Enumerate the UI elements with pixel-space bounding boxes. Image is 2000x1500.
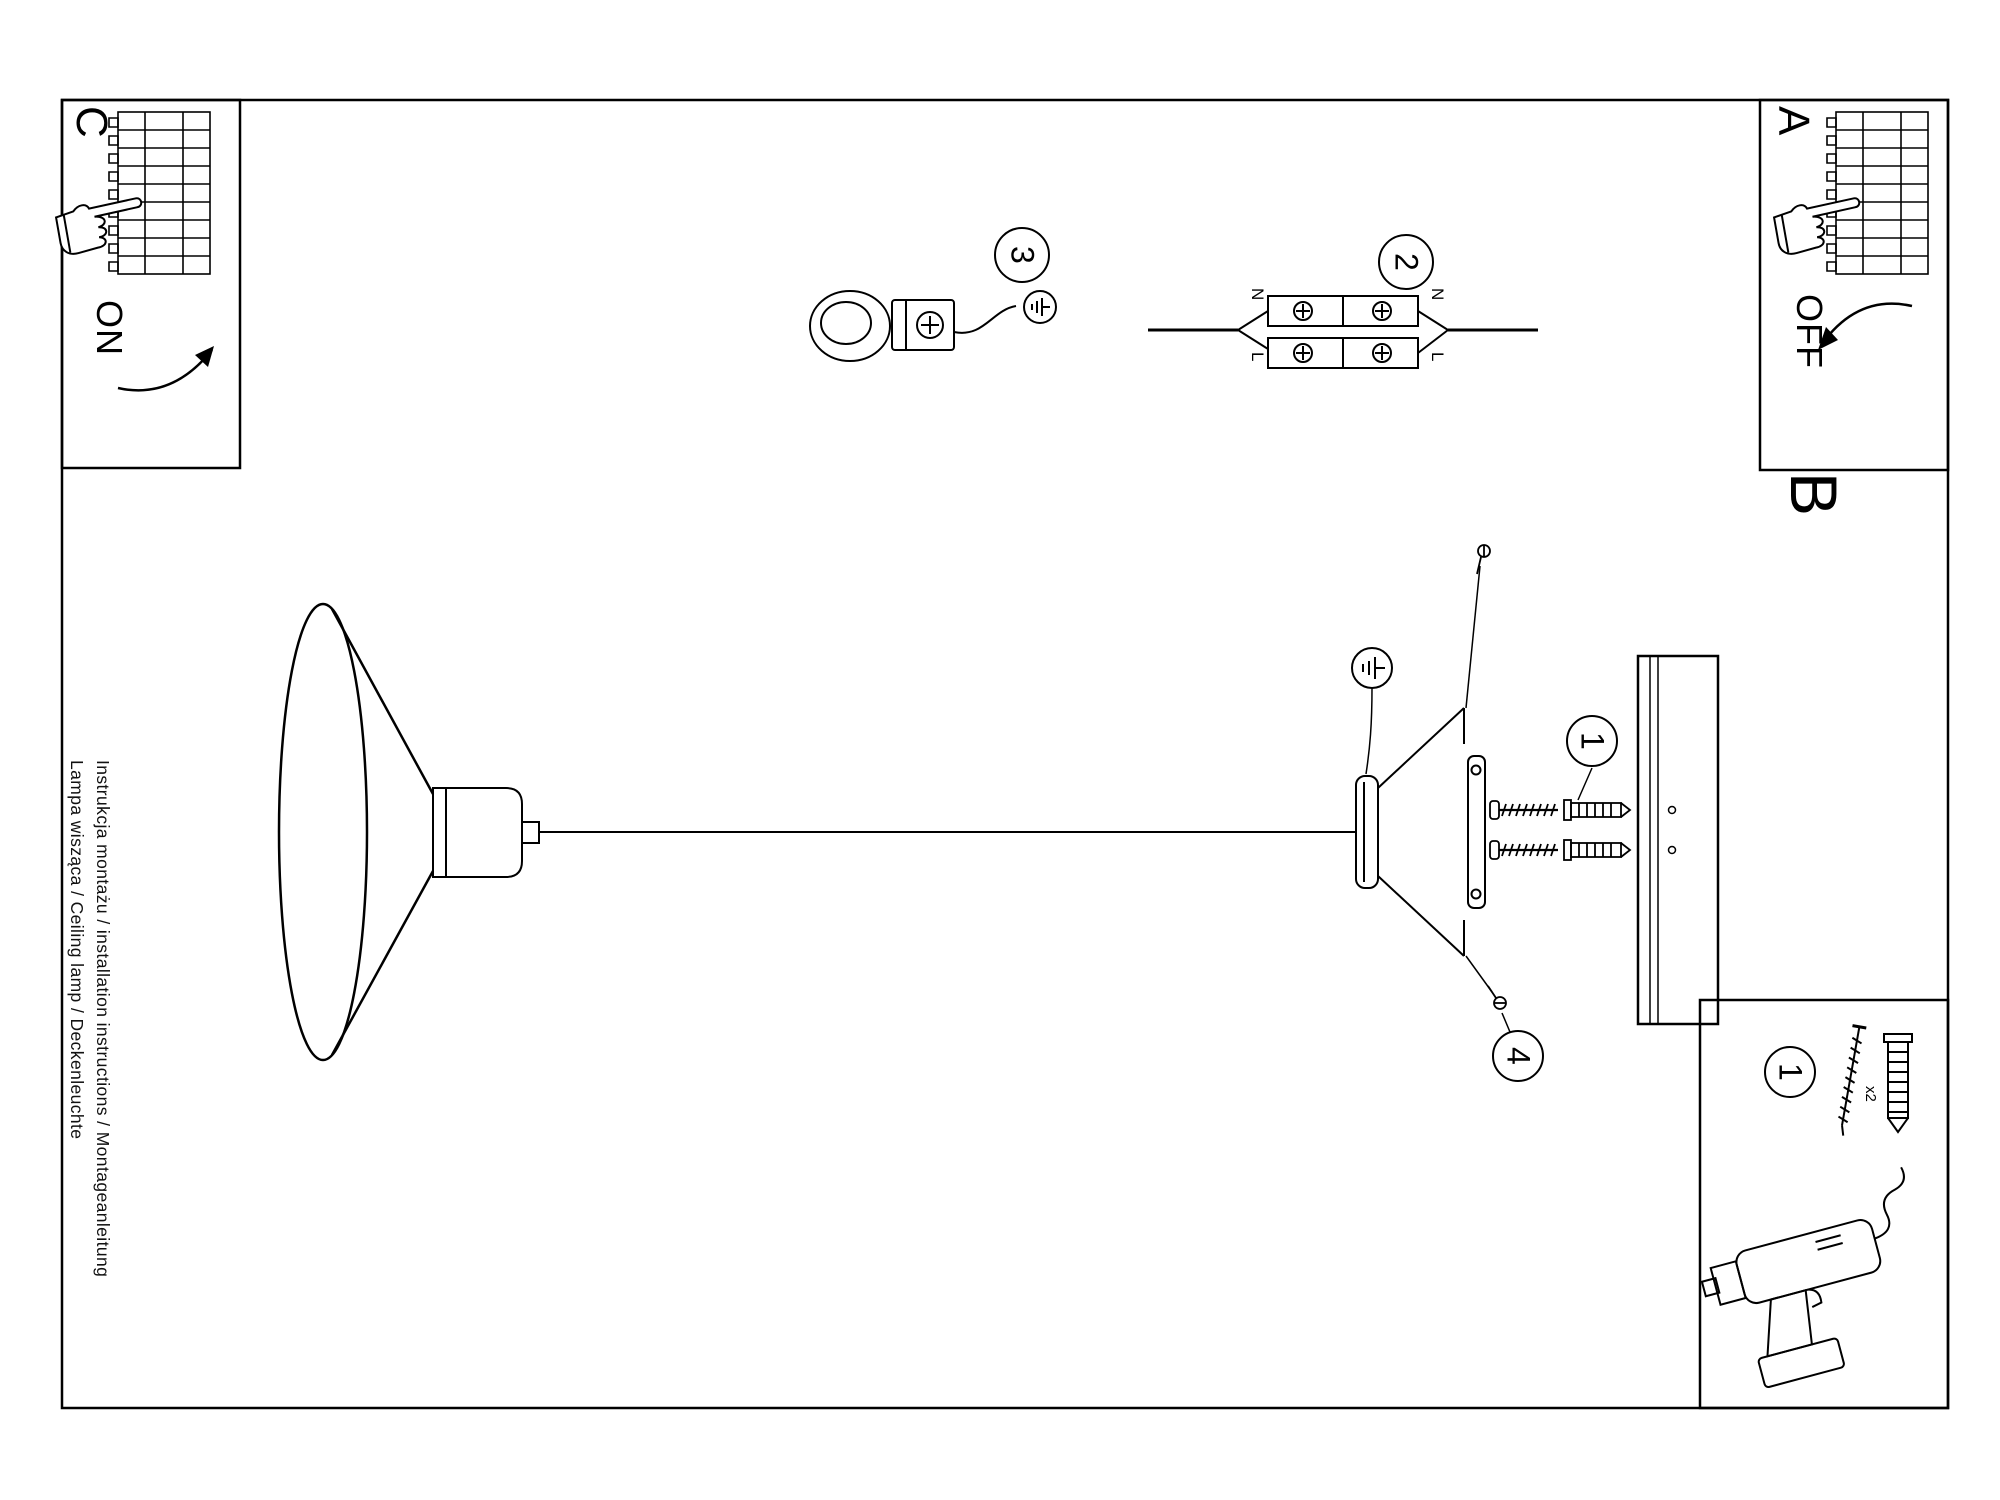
section-a-label: A	[1769, 106, 1818, 136]
wall-plug-icon	[1563, 839, 1631, 861]
toolbox-step-number: 1	[1772, 1063, 1809, 1081]
leader-lines	[1365, 565, 1593, 1033]
ground-symbol-canopy-icon	[1351, 647, 1393, 689]
canopy-screw-top-icon	[1476, 544, 1491, 575]
mounting-screw-icon	[1488, 839, 1560, 861]
section-c-label: C	[67, 106, 116, 138]
step-2-number: 2	[1388, 253, 1425, 271]
section-b-label: B	[1777, 472, 1851, 517]
pointing-hand-icon	[1771, 194, 1868, 257]
step-3-badge: 3	[994, 227, 1050, 283]
power-off-label: OFF	[1789, 294, 1830, 369]
step-1-badge: 1	[1566, 715, 1618, 767]
canopy-drawing	[1355, 707, 1465, 957]
breaker-panel-c	[53, 111, 214, 392]
step-4-number: 4	[1500, 1047, 1537, 1065]
mounting-strap-drawing	[1467, 755, 1486, 909]
step-3-number: 3	[1004, 246, 1041, 264]
page-border	[60, 98, 1950, 1410]
wall-plug-icon	[1563, 799, 1631, 821]
sheet-title-secondary: Lampa wisząca / Ceiling lamp / Deckenleu…	[67, 760, 87, 1140]
pointing-hand-icon	[53, 194, 150, 257]
step-2-badge: 2	[1378, 234, 1434, 290]
toolbox-step-badge: 1	[1764, 1046, 1816, 1098]
wire-label-n-left: N	[1248, 288, 1267, 301]
toolbox-screw-icon	[1837, 1024, 1867, 1136]
wire-label-l-left: L	[1248, 352, 1267, 362]
section-frames	[60, 98, 1950, 1410]
toolbox-wall-plug-icon	[1883, 1033, 1913, 1134]
cable-clamp-drawing	[809, 290, 1017, 362]
power-on-label: ON	[89, 300, 130, 356]
quantity-label: x2	[1862, 1086, 1879, 1102]
mounting-screw-icon	[1488, 799, 1560, 821]
lamp-socket-drawing	[432, 787, 540, 878]
drill-icon	[1700, 1166, 1905, 1389]
breaker-panel-a	[1771, 111, 1929, 350]
ceiling-cross-section	[1636, 654, 1720, 1026]
on-arrow-icon	[117, 346, 214, 392]
off-arrow-icon	[1818, 302, 1913, 350]
terminal-strip-drawing	[1148, 295, 1538, 369]
step-4-badge: 4	[1492, 1030, 1544, 1082]
wire-label-l-right: L	[1428, 352, 1447, 362]
lamp-shade-drawing	[277, 602, 435, 1062]
sheet-title-primary: Instrukcja montażu / installation instru…	[93, 760, 113, 1278]
step-1-number: 1	[1574, 732, 1611, 750]
wire-label-n-right: N	[1428, 288, 1447, 301]
ground-symbol-icon	[1023, 290, 1057, 324]
